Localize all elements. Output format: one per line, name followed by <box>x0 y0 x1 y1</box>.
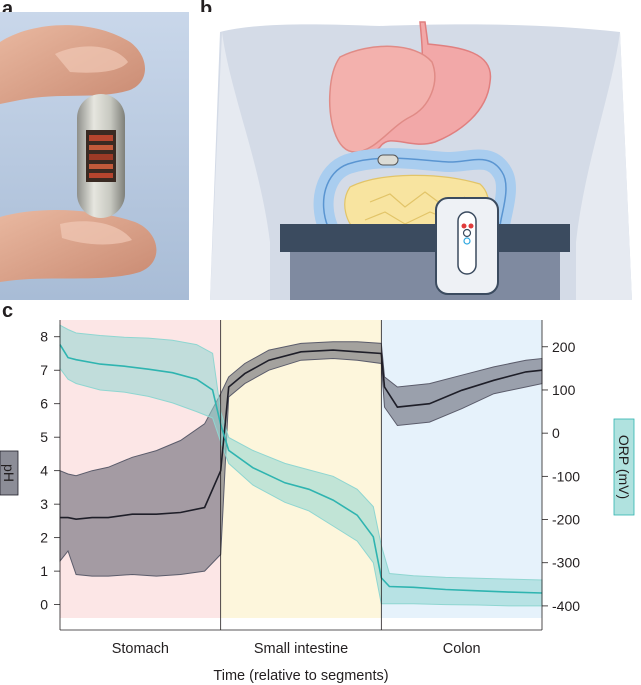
orp-axis-label-text: ORP (mV) <box>616 435 632 499</box>
ph-tick-label: 4 <box>40 463 48 479</box>
category-label-stomach: Stomach <box>112 641 169 657</box>
capsule-in-fingers-photo <box>0 12 189 300</box>
ph-tick-label: 7 <box>40 362 48 378</box>
orp-tick-label: 100 <box>552 382 576 398</box>
abdomen-anatomy-illustration <box>200 12 641 300</box>
liver-organ <box>328 45 436 153</box>
ph-tick-label: 6 <box>40 396 48 412</box>
capsule-in-colon <box>377 154 399 166</box>
orp-tick-label: -100 <box>552 468 580 484</box>
ph-axis-label: pH <box>0 450 19 496</box>
orp-tick-label: -300 <box>552 555 580 571</box>
trousers <box>290 252 560 300</box>
ph-mean-line <box>60 349 543 521</box>
ph-axis-label-box <box>0 450 19 496</box>
orp-axis-label: ORP (mV) <box>613 418 635 516</box>
ph-tick-label: 1 <box>40 563 48 579</box>
ph-axis-label-text: pH <box>1 464 17 482</box>
x-axis-title: Time (relative to segments) <box>213 668 388 684</box>
orp-tick-label: 0 <box>552 425 560 441</box>
ph-tick-label: 0 <box>40 597 48 613</box>
ph-tick-label: 2 <box>40 530 48 546</box>
orp-tick-label: -400 <box>552 598 580 614</box>
category-label-small-intestine: Small intestine <box>254 641 348 657</box>
lower-finger <box>0 210 157 282</box>
ph-tick-label: 8 <box>40 329 48 345</box>
belt <box>280 224 570 252</box>
category-label-colon: Colon <box>443 641 481 657</box>
panel-label-c: c <box>2 300 14 322</box>
orp-axis-label-box <box>613 418 635 516</box>
orp-tick-label: 200 <box>552 339 576 355</box>
panel-label-a: a <box>2 0 14 20</box>
ph-tick-label: 5 <box>40 429 48 445</box>
orp-tick-label: -200 <box>552 512 580 528</box>
ph-tick-label: 3 <box>40 496 48 512</box>
orp-mean-line <box>59 344 543 594</box>
